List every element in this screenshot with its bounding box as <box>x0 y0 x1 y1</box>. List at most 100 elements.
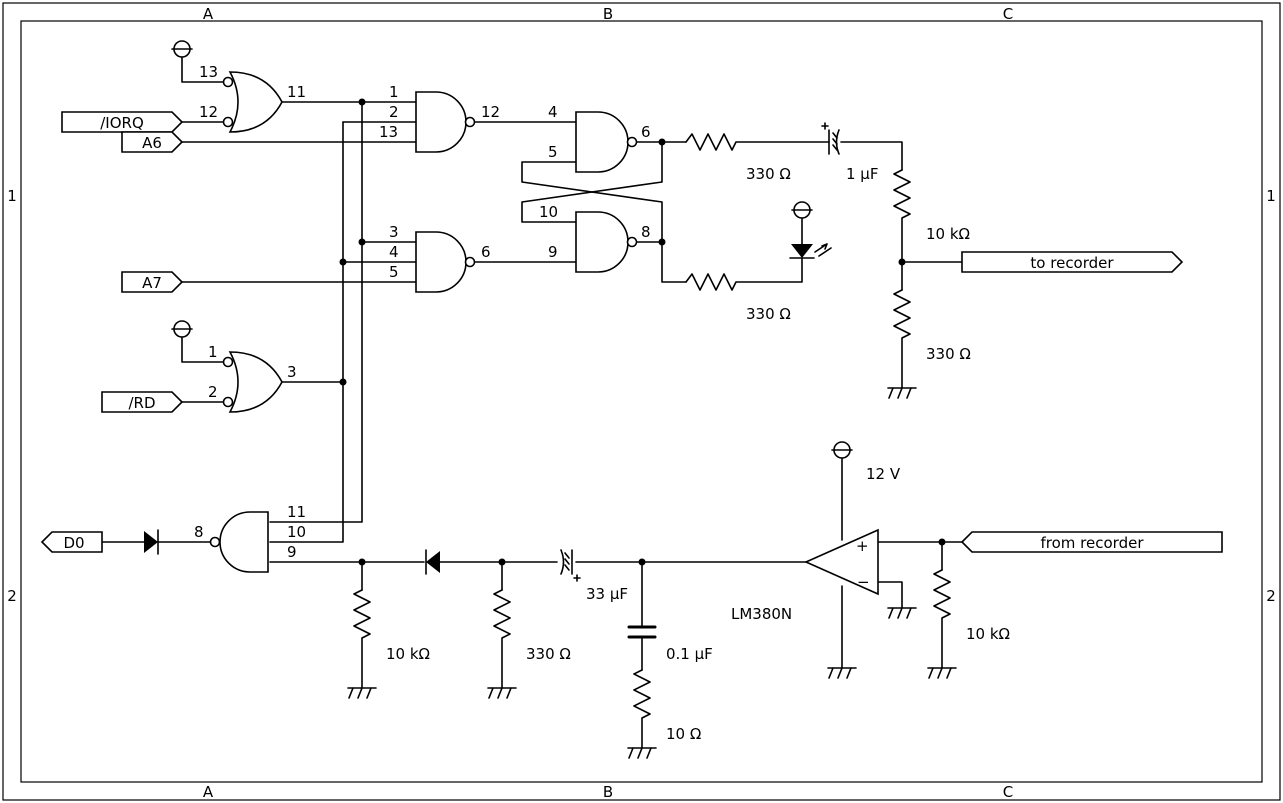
value-label: 0.1 µF <box>666 645 713 663</box>
capacitor-1uf-icon <box>821 122 840 155</box>
ground-icon <box>347 687 377 699</box>
value-label: 1 µF <box>846 165 878 183</box>
junction-dot <box>938 538 946 546</box>
pin-label: 12 <box>481 103 500 121</box>
row-label-left-2: 2 <box>7 587 17 605</box>
power-icon <box>171 320 193 338</box>
port-a6-label: A6 <box>142 134 162 152</box>
col-label-top-c: C <box>1003 5 1013 23</box>
nor-gate-2 <box>222 351 283 413</box>
pin-label: 10 <box>539 203 558 221</box>
pin-label: 4 <box>548 103 558 121</box>
port-d0-label: D0 <box>63 534 84 552</box>
pin-label: 2 <box>208 383 218 401</box>
led-icon <box>789 243 832 259</box>
pin-label: 11 <box>287 503 306 521</box>
pin-label: 5 <box>389 263 399 281</box>
nand-gate-2 <box>415 231 476 293</box>
pin-label: 9 <box>548 243 558 261</box>
opamp-plus-label: + <box>856 537 869 555</box>
component-values: 330 Ω 1 µF 10 kΩ 330 Ω 330 Ω 12 V 33 µF … <box>386 165 1010 743</box>
power-icon <box>791 201 813 219</box>
diode-icon <box>144 529 159 555</box>
col-label-bottom-b: B <box>603 783 613 801</box>
row-label-right-2: 2 <box>1266 587 1276 605</box>
pin-label: 10 <box>287 523 306 541</box>
ground-icon <box>627 747 657 759</box>
ground-icon <box>487 687 517 699</box>
pin-label: 9 <box>287 543 297 561</box>
ports: /IORQ A6 A7 /RD D0 to recorder from reco… <box>40 111 1223 553</box>
opamp-icon: + − <box>804 528 879 596</box>
pin-label: 12 <box>199 103 218 121</box>
row-label-right-1: 1 <box>1266 187 1276 205</box>
power-symbols <box>171 40 853 459</box>
ground-icon <box>927 667 957 679</box>
nand-gate-1 <box>415 91 476 153</box>
col-label-bottom-c: C <box>1003 783 1013 801</box>
capacitor-33uf-icon <box>560 549 581 582</box>
diode-icon <box>425 549 440 575</box>
ground-icon <box>887 387 917 399</box>
value-label: 12 V <box>866 465 901 483</box>
junction-dot <box>358 238 366 246</box>
junction-dot <box>358 98 366 106</box>
capacitor-0-1uf-icon <box>627 625 657 639</box>
value-label: 10 Ω <box>666 725 701 743</box>
pin-numbers: 13 12 11 1 2 13 12 3 4 5 6 1 2 3 4 5 6 1… <box>194 63 651 561</box>
flipflop-gate-2 <box>575 211 638 273</box>
pin-label: 13 <box>199 63 218 81</box>
port-to-recorder-label: to recorder <box>1030 254 1114 272</box>
port-a6: A6 <box>121 131 184 153</box>
nand-gate-3 <box>209 511 269 573</box>
port-a7: A7 <box>121 271 184 293</box>
col-label-top-a: A <box>203 5 214 23</box>
pin-label: 4 <box>389 243 399 261</box>
pin-label: 5 <box>548 143 558 161</box>
ground-icon <box>827 667 857 679</box>
port-d0: D0 <box>40 531 103 553</box>
port-rd-label: /RD <box>128 394 155 412</box>
col-label-top-b: B <box>603 5 613 23</box>
value-label: 330 Ω <box>526 645 571 663</box>
value-label: 330 Ω <box>926 345 971 363</box>
port-to-recorder: to recorder <box>961 251 1184 273</box>
pin-label: 3 <box>389 223 399 241</box>
gates <box>209 71 638 573</box>
pin-label: 1 <box>389 83 399 101</box>
pin-label: 2 <box>389 103 399 121</box>
port-a7-label: A7 <box>142 274 162 292</box>
opamp-minus-label: − <box>857 573 870 591</box>
pin-label: 13 <box>379 123 398 141</box>
junction-dot <box>339 258 347 266</box>
pin-label: 11 <box>287 83 306 101</box>
junction-dot <box>658 238 666 246</box>
junction-dot <box>638 558 646 566</box>
value-label: LM380N <box>731 605 792 623</box>
value-label: 10 kΩ <box>966 625 1010 643</box>
ground-symbols <box>347 387 957 759</box>
junction-dot <box>498 558 506 566</box>
nor-gate-1 <box>222 71 283 133</box>
pin-label: 6 <box>481 243 491 261</box>
discrete-components: + − <box>144 122 879 639</box>
port-from-recorder-label: from recorder <box>1041 534 1145 552</box>
pin-label: 3 <box>287 363 297 381</box>
port-from-recorder: from recorder <box>960 531 1223 553</box>
power-icon <box>171 40 193 58</box>
port-iorq-label: /IORQ <box>100 114 144 132</box>
port-iorq: /IORQ <box>61 111 184 133</box>
junction-dot <box>658 138 666 146</box>
junction-dot <box>898 258 906 266</box>
pin-label: 8 <box>641 223 651 241</box>
value-label: 10 kΩ <box>926 225 970 243</box>
pin-label: 1 <box>208 343 218 361</box>
junctions <box>339 98 946 566</box>
ground-icon <box>887 607 917 619</box>
junction-dot <box>358 558 366 566</box>
power-icon <box>831 441 853 459</box>
value-label: 330 Ω <box>746 165 791 183</box>
port-rd: /RD <box>101 391 184 413</box>
